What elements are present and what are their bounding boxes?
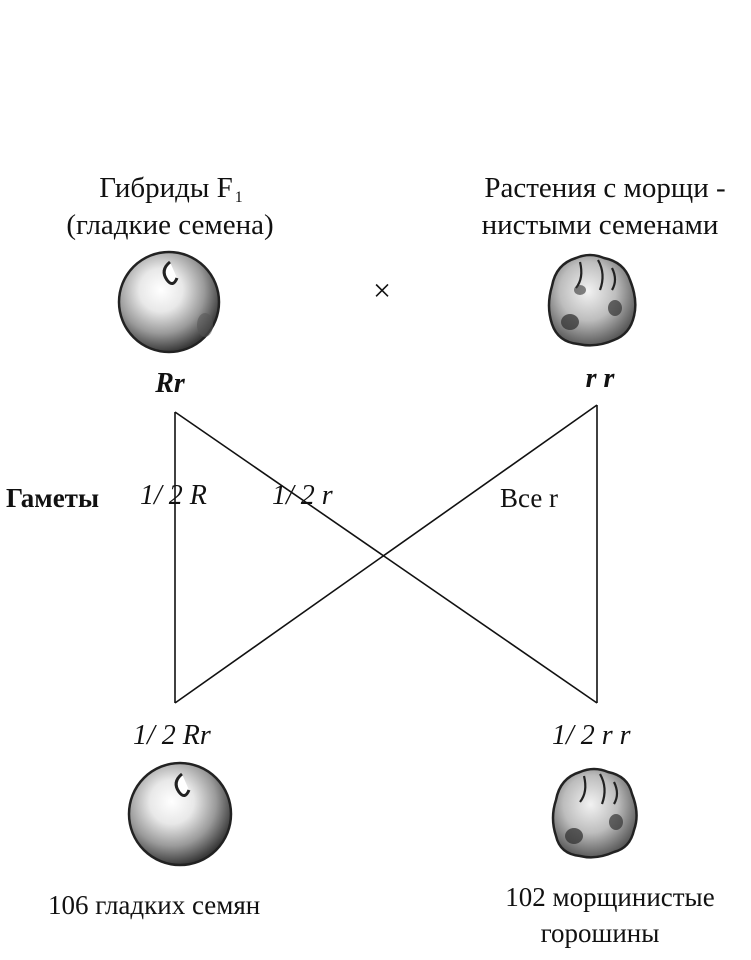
gamete-left-r: 1/ 2 r: [272, 480, 333, 511]
right-parent-title: Растения с морщи -: [484, 172, 726, 204]
offspring-left-genotype: 1/ 2 Rr: [133, 720, 211, 751]
cross-lines: [174, 404, 598, 704]
left-parent-subtitle: (гладкие семена): [66, 209, 274, 241]
offspring-right-result-line2: горошины: [540, 918, 660, 948]
right-parent-subtitle: нистыми семенами: [481, 209, 719, 241]
wrinkled-pea-icon: [547, 253, 637, 347]
offspring-smooth-pea-icon: [127, 761, 233, 867]
right-to-left-diagonal: [174, 404, 598, 704]
offspring-right-genotype: 1/ 2 r r: [552, 720, 631, 751]
gamete-left-R: 1/ 2 R: [140, 480, 207, 511]
gamete-right: Все r: [500, 483, 559, 513]
offspring-left-result: 106 гладких семян: [48, 890, 261, 920]
left-to-right-diagonal: [174, 411, 598, 704]
right-parent-genotype: r r: [585, 363, 615, 394]
offspring-wrinkled-pea-icon: [551, 767, 638, 859]
offspring-right-result-line1: 102 морщинистые: [505, 882, 715, 912]
cross-symbol: ×: [372, 272, 392, 308]
smooth-pea-icon: [117, 250, 221, 354]
left-parent-genotype: Rr: [155, 368, 185, 399]
gametes-label: Гаметы: [6, 483, 100, 513]
